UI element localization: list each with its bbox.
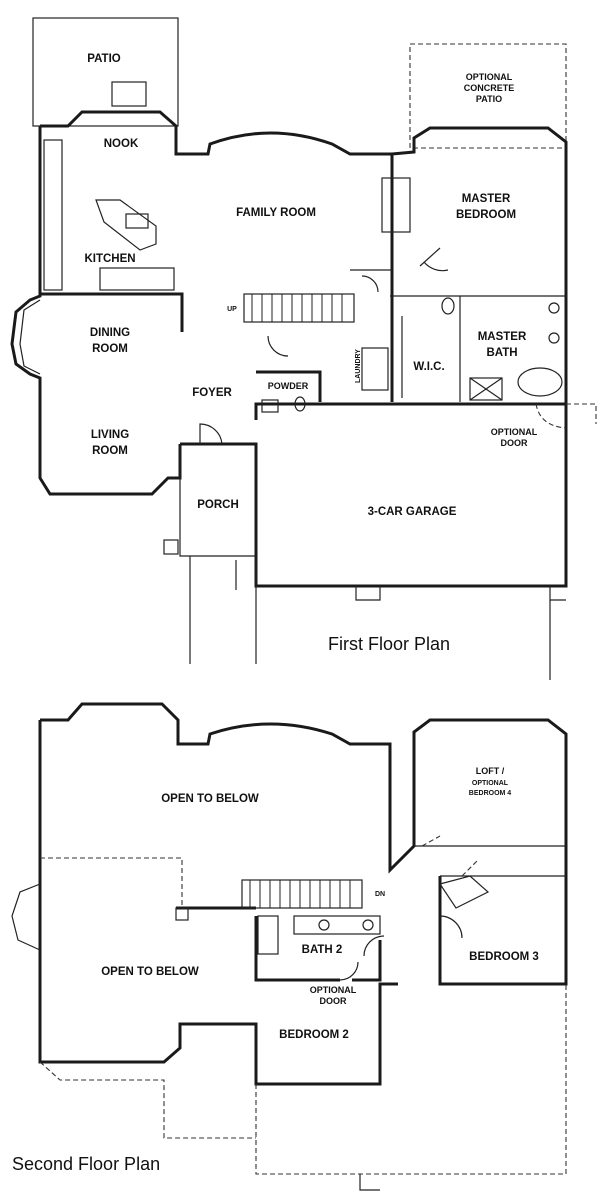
powder-toilet	[294, 396, 306, 412]
room-label-open-to-below-lower: OPEN TO BELOW	[101, 966, 199, 978]
first-floor-stairs	[243, 293, 355, 323]
patio-chimney	[111, 81, 147, 107]
room-label-patio: PATIO	[87, 53, 120, 65]
room-label-foyer: FOYER	[192, 387, 232, 399]
room-label-bedroom-2: BEDROOM 2	[279, 1029, 349, 1041]
shower-mark-b	[469, 377, 503, 401]
patio-outline	[32, 17, 179, 127]
room-label-master-bath-2: BATH	[486, 347, 517, 359]
porch-post	[163, 539, 179, 555]
shower	[469, 377, 503, 401]
room-label-bedroom-3: BEDROOM 3	[469, 951, 539, 963]
dining-bay-window	[19, 299, 41, 375]
stair-post	[175, 907, 189, 921]
second-floor-exterior-walls	[38, 702, 568, 1086]
loft-door-swing	[421, 835, 479, 877]
stair-label-up: UP	[227, 306, 237, 313]
bath2-vanity	[293, 915, 381, 935]
open-below-dashed-outline	[39, 857, 256, 1139]
powder-sink	[261, 399, 279, 413]
laundry-appliances	[361, 347, 389, 391]
room-label-dining-room-2: ROOM	[92, 343, 128, 355]
garage-roof-dashed-outline	[255, 984, 567, 1175]
room-label-kitchen: KITCHEN	[84, 253, 135, 265]
powder-wall	[256, 370, 322, 402]
stair-label-dn: DN	[375, 891, 385, 898]
room-label-master-bedroom-2: BEDROOM	[456, 209, 516, 221]
master-sink-b	[548, 332, 560, 344]
master-suite-partitions	[390, 295, 566, 402]
room-label-dining-room-1: DINING	[90, 327, 130, 339]
optional-door-swing	[535, 403, 597, 429]
bedroom2-door-swing	[339, 961, 359, 981]
second-floor-stairs	[241, 879, 363, 909]
room-label-living-room-1: LIVING	[91, 429, 129, 441]
second-floor-plan: LOFT / OPTIONAL BEDROOM 4 OPEN TO BELOW …	[11, 702, 568, 1191]
second-floor-title: Second Floor Plan	[12, 1154, 160, 1174]
first-floor-title: First Floor Plan	[328, 634, 450, 654]
garage-door-marks	[355, 586, 566, 601]
bedroom3-door-swing	[439, 915, 463, 939]
hall-partitions	[414, 845, 566, 877]
room-label-nook: NOOK	[104, 138, 139, 150]
room-label-optional-door-2: DOOR	[320, 996, 348, 1006]
bath2-sink-a	[318, 919, 330, 931]
room-label-loft-2: OPTIONAL	[472, 780, 509, 787]
room-label-living-room-2: ROOM	[92, 445, 128, 457]
porch-outline	[179, 444, 257, 664]
room-label-garage: 3-CAR GARAGE	[368, 506, 457, 518]
master-sink-a	[548, 302, 560, 314]
room-label-laundry: LAUNDRY	[355, 349, 362, 383]
fireplace	[381, 177, 411, 233]
first-floor-plan: PATIO OPTIONAL CONCRETE PATIO NOOK FAMIL…	[10, 17, 597, 680]
kitchen-dining-wall	[40, 292, 184, 332]
bath2-door-swing	[363, 935, 385, 957]
closet-door-swing	[361, 275, 379, 293]
room-label-open-to-below-upper: OPEN TO BELOW	[161, 793, 259, 805]
room-label-family-room: FAMILY ROOM	[236, 207, 316, 219]
room-label-optional-door-2: DOOR	[501, 438, 529, 448]
room-label-wic: W.I.C.	[413, 361, 444, 373]
room-label-optional-patio-3: PATIO	[476, 94, 502, 104]
room-label-powder: POWDER	[268, 381, 309, 391]
room-label-loft-1: LOFT /	[476, 766, 505, 776]
garage-mark	[359, 1174, 380, 1191]
front-door-swing	[199, 423, 223, 445]
first-floor-exterior-walls	[10, 110, 568, 496]
room-label-porch: PORCH	[197, 499, 239, 511]
bath2-tub	[257, 915, 279, 955]
room-label-optional-door-1: OPTIONAL	[310, 985, 357, 995]
room-label-optional-patio-2: CONCRETE	[464, 83, 515, 93]
bedroom3-closet	[439, 875, 490, 909]
room-label-master-bath-1: MASTER	[478, 331, 527, 343]
room-label-loft-3: BEDROOM 4	[469, 790, 512, 797]
upper-bay-window	[11, 883, 41, 951]
kitchen-sink	[125, 213, 149, 229]
optional-patio-outline	[409, 43, 567, 149]
master-door-swing	[419, 247, 449, 272]
kitchen-counter	[43, 139, 63, 291]
kitchen-counter-south	[99, 267, 175, 291]
room-label-optional-door-1: OPTIONAL	[491, 427, 538, 437]
room-label-master-bedroom-1: MASTER	[462, 193, 511, 205]
bathtub	[517, 367, 563, 397]
room-label-optional-patio-1: OPTIONAL	[466, 72, 513, 82]
room-label-bath-2: BATH 2	[302, 944, 343, 956]
kitchen-island	[95, 199, 157, 251]
master-toilet	[441, 297, 455, 315]
hall-door-swing	[267, 335, 289, 357]
garage-walls	[180, 402, 568, 588]
bath2-sink-b	[362, 919, 374, 931]
